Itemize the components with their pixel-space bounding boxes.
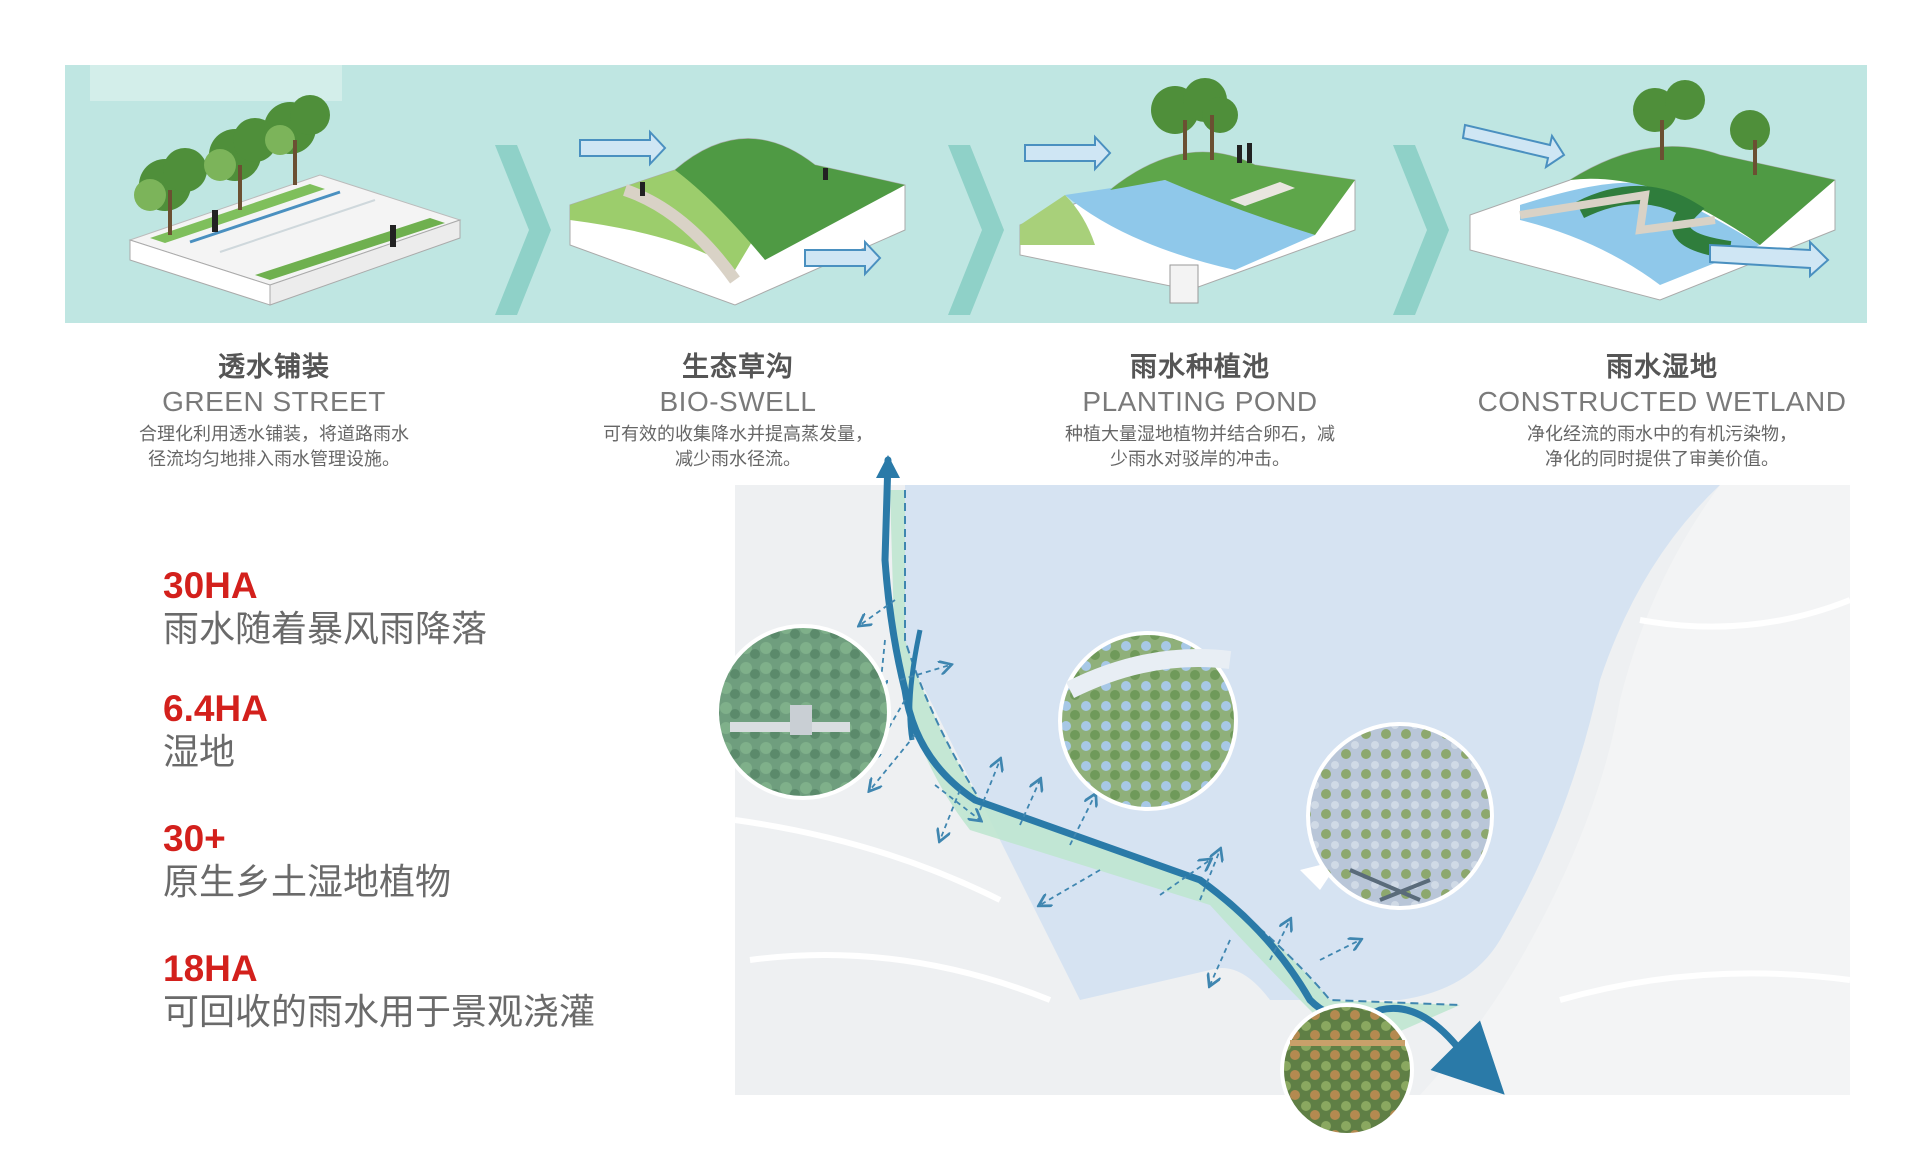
step-arrow-icon — [1393, 145, 1449, 315]
river-main — [881, 456, 1505, 1095]
caption-title-zh: 雨水湿地 — [1606, 352, 1718, 382]
caption-title-en: PLANTING POND — [1082, 386, 1318, 417]
photo-circle-riverside — [1058, 631, 1238, 811]
caption-desc-line: 合理化利用透水铺装，将道路雨水 — [139, 424, 409, 444]
stat-value: 30+ — [163, 818, 226, 859]
stat-recycled-rainwater: 18HA 可回收的雨水用于景观浇灌 — [163, 948, 595, 1034]
step-arrow-icon — [948, 145, 1004, 315]
photo-circle-wetland-trees — [1280, 1003, 1414, 1137]
caption-title-en: BIO-SWELL — [659, 386, 817, 417]
flow-arrows — [860, 599, 1360, 985]
caption-desc-line: 少雨水对驳岸的冲击。 — [1110, 449, 1290, 469]
stat-native-plants: 30+ 原生乡土湿地植物 — [163, 818, 451, 904]
planting-pond-illustration — [1019, 78, 1356, 304]
green-street-illustration — [128, 95, 462, 306]
roads — [734, 597, 1852, 1003]
caption-title-en: GREEN STREET — [162, 386, 386, 417]
caption-desc-line: 净化经流的雨水中的有机污染物， — [1527, 424, 1797, 444]
step-arrow-icon — [495, 145, 551, 315]
stat-label: 原生乡土湿地植物 — [163, 861, 452, 902]
caption-title-en: CONSTRUCTED WETLAND — [1477, 386, 1847, 417]
caption-desc: 可有效的收集降水并提高蒸发量， 减少雨水径流。 — [518, 422, 958, 472]
caption-title-zh: 生态草沟 — [682, 352, 794, 382]
photo-circle-bridge — [715, 624, 891, 800]
constructed-wetland-illustration — [1461, 80, 1836, 301]
caption-title-zh: 雨水种植池 — [1130, 352, 1270, 382]
caption-desc-line: 减少雨水径流。 — [675, 449, 801, 469]
caption-constructed-wetland: 雨水湿地 CONSTRUCTED WETLAND 净化经流的雨水中的有机污染物，… — [1442, 345, 1882, 472]
stat-value: 30HA — [163, 565, 258, 606]
stat-value: 6.4HA — [163, 688, 268, 729]
photo-circle-lake — [1300, 722, 1494, 910]
stat-label: 雨水随着暴风雨降落 — [163, 608, 488, 649]
stat-label: 可回收的雨水用于景观浇灌 — [163, 991, 596, 1032]
caption-bio-swell: 生态草沟 BIO-SWELL 可有效的收集降水并提高蒸发量， 减少雨水径流。 — [518, 345, 958, 472]
caption-green-street: 透水铺装 GREEN STREET 合理化利用透水铺装，将道路雨水 径流均匀地排… — [54, 345, 494, 472]
stat-label: 湿地 — [163, 731, 236, 772]
east-shore — [1420, 485, 1850, 1095]
river-branch — [907, 629, 923, 741]
stat-wetland-area: 6.4HA 湿地 — [163, 688, 268, 774]
stat-rainfall-area: 30HA 雨水随着暴风雨降落 — [163, 565, 487, 651]
caption-desc: 种植大量湿地植物并结合卵石，减 少雨水对驳岸的冲击。 — [980, 422, 1420, 472]
caption-desc: 合理化利用透水铺装，将道路雨水 径流均匀地排入雨水管理设施。 — [54, 422, 494, 472]
caption-desc: 净化经流的雨水中的有机污染物， 净化的同时提供了审美价值。 — [1442, 422, 1882, 472]
caption-desc-line: 可有效的收集降水并提高蒸发量， — [603, 424, 873, 444]
caption-planting-pond: 雨水种植池 PLANTING POND 种植大量湿地植物并结合卵石，减 少雨水对… — [980, 345, 1420, 472]
caption-title-zh: 透水铺装 — [218, 352, 330, 382]
caption-desc-line: 径流均匀地排入雨水管理设施。 — [148, 449, 400, 469]
river-outflow-arrow-icon — [876, 455, 900, 478]
stat-value: 18HA — [163, 948, 258, 989]
caption-desc-line: 净化的同时提供了审美价值。 — [1545, 449, 1779, 469]
band-tab — [90, 65, 342, 101]
caption-desc-line: 种植大量湿地植物并结合卵石，减 — [1065, 424, 1335, 444]
bio-swell-illustration — [569, 129, 906, 306]
